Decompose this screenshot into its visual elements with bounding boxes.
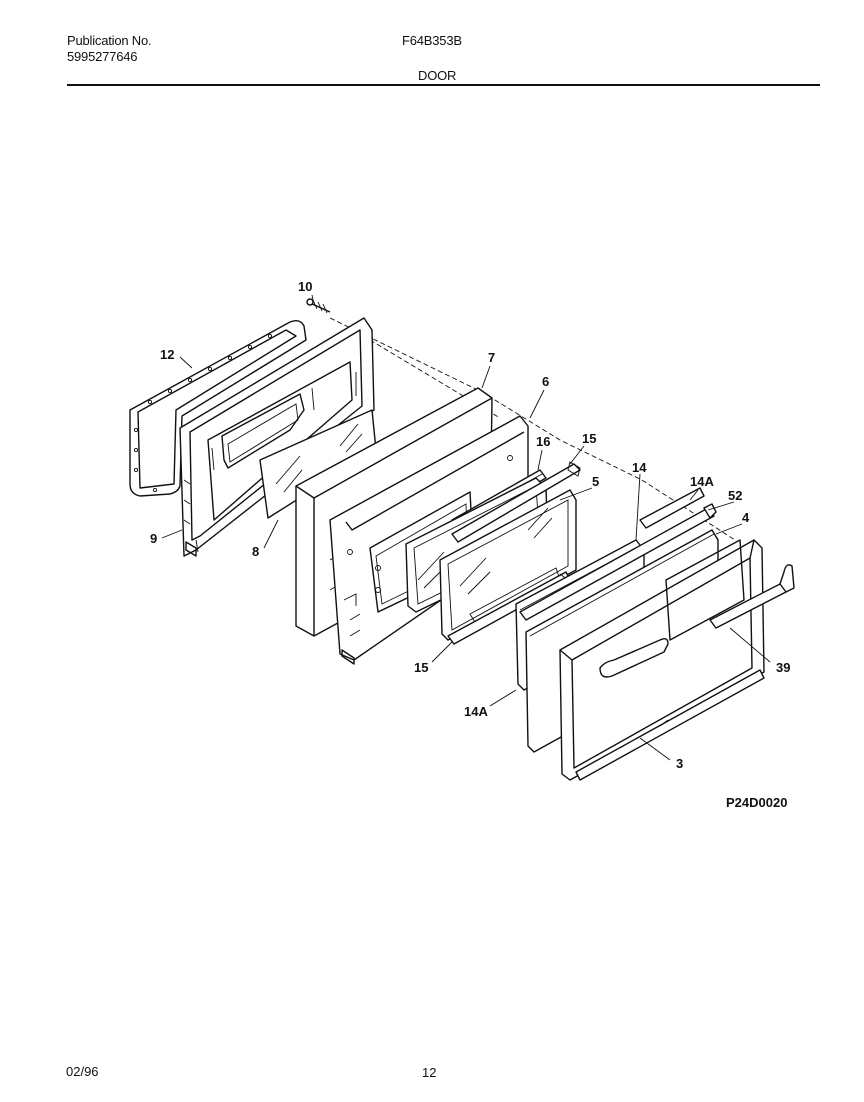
callout-6: 6 [542,374,549,389]
part-5-door-glass [439,489,577,641]
model-number: F64B353B [402,33,462,48]
callout-14: 14 [632,460,647,475]
callout-10: 10 [298,279,312,294]
part-15-retainer-upper [451,461,581,543]
part-10-screw [306,298,331,314]
alignment-line-upper [329,317,736,541]
publication-number: 5995277646 [67,49,138,64]
callout-12: 12 [160,347,174,362]
publication-label: Publication No. [67,33,152,48]
footer-date: 02/96 [66,1064,99,1079]
part-39-handle [709,564,795,629]
part-52-trim [519,503,717,621]
drawing-code: P24D0020 [726,795,787,810]
page-number: 12 [422,1065,437,1080]
callout-5: 5 [592,474,599,489]
callout-16: 16 [536,434,550,449]
callout-3: 3 [676,756,683,771]
part-12-gasket [129,319,307,497]
leader-lines [161,294,771,761]
alignment-line-lower [369,339,501,419]
part-14a-insulation-upper [639,487,705,529]
part-9-door-liner [179,317,375,557]
callout-15-lower: 15 [414,660,428,675]
callout-7: 7 [488,350,495,365]
callout-15-upper: 15 [582,431,596,446]
callout-14a-lower: 14A [464,704,488,719]
header-rule [67,84,820,86]
callout-52: 52 [728,488,742,503]
callout-9: 9 [150,531,157,546]
callout-14a-upper: 14A [690,474,714,489]
section-title: DOOR [418,68,457,83]
callout-39: 39 [776,660,790,675]
part-39-door-frame [559,539,765,781]
part-3-bottom-trim [575,669,765,781]
callout-4: 4 [742,510,750,525]
callout-8-left: 8 [252,544,259,559]
